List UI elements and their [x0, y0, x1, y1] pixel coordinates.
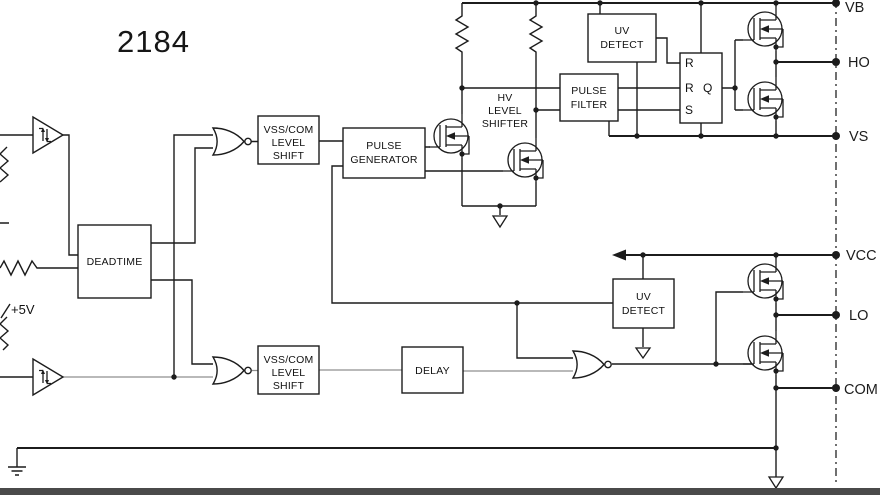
uv-detect-bottom-line2: DETECT [622, 305, 666, 317]
latch-output-q: Q [703, 81, 712, 95]
block-deadtime: DEADTIME [77, 224, 152, 299]
wires [0, 2, 836, 490]
junction-dots [171, 0, 779, 451]
part-number-title: 2184 [117, 24, 190, 59]
nor-gate-high-side [212, 127, 252, 156]
uv-detect-bottom-line1: UV [636, 291, 651, 303]
wire-network [0, 3, 777, 477]
schmitt-buffer-top [32, 116, 64, 154]
uv-detect-top-line2: DETECT [600, 39, 644, 51]
latch-input-s: S [685, 103, 693, 117]
supply-5v-label: +5V [11, 302, 35, 317]
mosfet-level-shift-2 [502, 137, 544, 183]
vs-ref-arrow-icon [491, 215, 509, 229]
delay-label: DELAY [415, 365, 450, 377]
latch-input-r1: R [685, 56, 694, 70]
schmitt-buffer-bottom [32, 358, 64, 396]
deadtime-label: DEADTIME [87, 256, 143, 268]
vss-com-bottom-line1: VSS/COM [264, 354, 314, 366]
label-hv-level-shifter: HV LEVEL SHIFTER [482, 92, 529, 130]
pin-label-lo: LO [849, 308, 868, 324]
block-vss-com-shift-top: VSS/COM LEVEL SHIFT [257, 115, 320, 165]
vss-com-top-line1: VSS/COM [264, 124, 314, 136]
pin-label-com: COM [844, 382, 878, 398]
mosfet-low-side-n [742, 330, 784, 376]
vcc-arrow-icon [612, 249, 626, 261]
pulse-generator-line2: GENERATOR [350, 154, 418, 166]
mosfet-high-side-n [742, 76, 784, 122]
hv-level-shifter-line1: HV [498, 92, 513, 104]
block-pulse-filter: PULSE FILTER [559, 73, 619, 122]
vss-com-bottom-line2: LEVEL [272, 367, 306, 379]
uv-detect-top-line1: UV [615, 25, 630, 37]
vss-com-bottom-line3: SHIFT [273, 380, 305, 392]
pin-label-ho: HO [848, 55, 870, 71]
com-ref-arrow-icon [767, 476, 785, 490]
pin-label-vs: VS [849, 129, 868, 145]
block-rs-latch: R R S Q [679, 52, 723, 124]
block-delay: DELAY [401, 346, 464, 394]
bottom-edge-bar [0, 488, 880, 495]
pin-label-vcc: VCC [846, 248, 877, 264]
block-pulse-generator: PULSE GENERATOR [342, 127, 426, 179]
gray-signal-wires [63, 369, 573, 378]
pins: VB HO VS VCC LO COM [832, 0, 878, 398]
pulse-filter-line1: PULSE [571, 85, 606, 97]
latch-input-r2: R [685, 81, 694, 95]
block-vss-com-shift-bottom: VSS/COM LEVEL SHIFT [257, 345, 320, 395]
supply-rails [17, 2, 836, 449]
vss-com-top-line2: LEVEL [272, 137, 306, 149]
pulse-generator-line1: PULSE [366, 140, 401, 152]
block-uv-detect-bottom: UV DETECT [612, 278, 675, 329]
vss-com-top-line3: SHIFT [273, 150, 305, 162]
mosfet-low-side-p [742, 258, 784, 304]
block-uv-detect-top: UV DETECT [587, 13, 657, 63]
hv-level-shifter-line3: SHIFTER [482, 118, 529, 130]
uv-detect-ref-arrow-icon [634, 347, 652, 360]
pin-label-vb: VB [845, 0, 864, 16]
pulse-filter-line2: FILTER [571, 99, 608, 111]
hv-level-shifter-line2: LEVEL [488, 105, 522, 117]
nor-gate-output [572, 350, 612, 379]
nor-gate-low-side [212, 356, 252, 385]
mosfet-level-shift-1 [428, 113, 470, 159]
mosfet-high-side-p [742, 6, 784, 52]
